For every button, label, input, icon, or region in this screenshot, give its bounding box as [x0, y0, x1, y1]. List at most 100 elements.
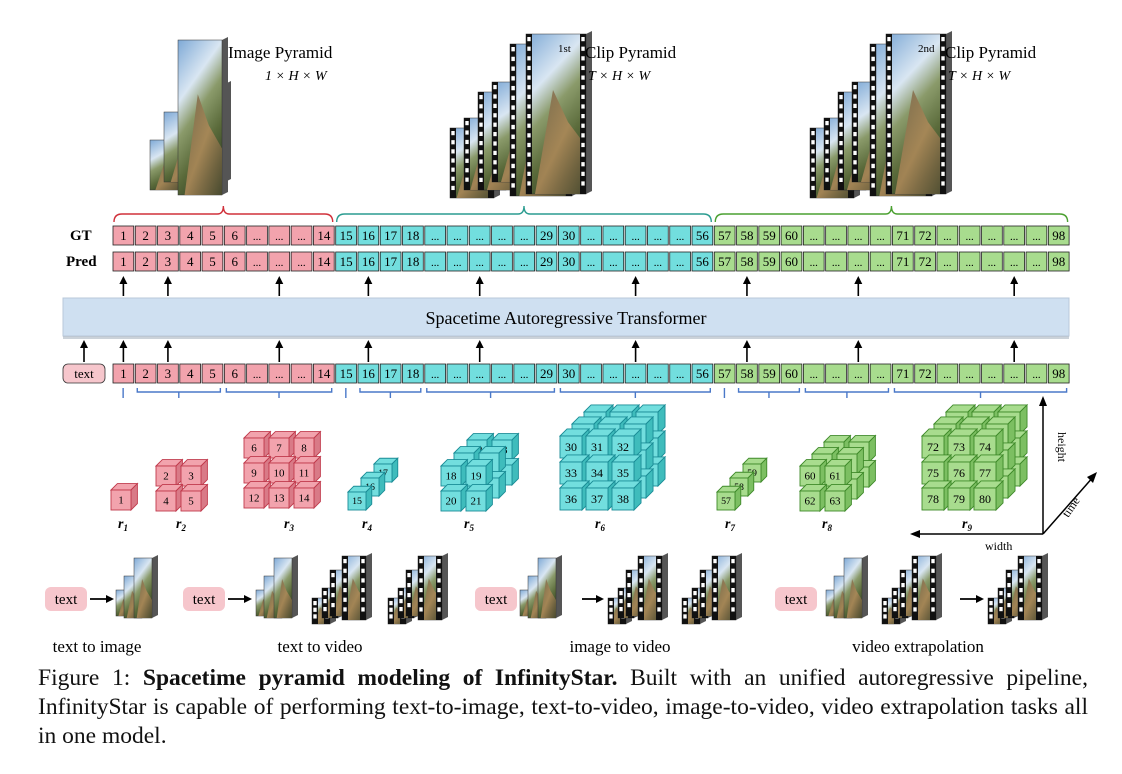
film-hole [399, 599, 403, 604]
pred-token-cell-label: ... [810, 257, 819, 269]
input-token-cell-label: 4 [187, 366, 194, 381]
film-hole [527, 85, 531, 90]
cube-front [921, 487, 945, 511]
input-token-cell-label: 58 [740, 366, 753, 381]
film-hole [1019, 607, 1023, 612]
film-hole [1037, 568, 1041, 573]
film-hole [701, 583, 705, 588]
pred-token-cell [468, 251, 491, 272]
film-hole [511, 56, 515, 62]
input-token-cell-label: ... [654, 369, 663, 381]
film-hole [941, 123, 945, 128]
scale-label-sub: 2 [180, 523, 186, 533]
arrow-to-pred-head [854, 276, 863, 284]
input-token-cell [669, 363, 691, 384]
input-token-cell [691, 363, 714, 384]
film-hole [361, 559, 365, 564]
pred-token-cell [424, 251, 446, 272]
pred-token-cell [1047, 251, 1070, 272]
input-token-cell [491, 363, 513, 384]
film-hole [465, 168, 469, 173]
second-clip-dims: T × H × W [948, 69, 1012, 84]
task-label-i2v: image to video [569, 637, 670, 656]
film-hole [627, 593, 631, 598]
pred-token-cell [513, 251, 536, 272]
gt-token-cell [869, 225, 892, 246]
input-token-cell [134, 363, 157, 384]
film-hole [887, 104, 891, 109]
film-hole [465, 121, 469, 126]
task-label-t2i: text to image [53, 637, 142, 656]
film-hole [1007, 593, 1011, 598]
gt-token-cell [335, 225, 357, 246]
cube-front [155, 490, 177, 512]
film-hole [887, 133, 891, 138]
pred-token-cell-label: 60 [785, 254, 798, 269]
scale-bracket [136, 388, 222, 398]
film-hole [839, 104, 843, 109]
film-hole [331, 573, 335, 578]
film-hole [451, 185, 455, 191]
film-hole [941, 65, 945, 71]
film-hole [887, 37, 891, 42]
film-hole [825, 139, 829, 145]
pred-token-cell [981, 251, 1003, 272]
pred-token-cell-label: 2 [142, 254, 149, 269]
gt-token-cell-label: 60 [785, 228, 798, 243]
input-token-cell-label: 60 [785, 366, 798, 381]
film-hole [627, 603, 631, 608]
pred-token-cell-label: 58 [740, 254, 753, 269]
pred-token-cell-label: ... [631, 257, 640, 269]
cube-label: 33 [565, 466, 577, 480]
pred-token-cell [357, 251, 380, 272]
film-hole [713, 607, 717, 612]
first-clip-title: Clip Pyramid [585, 43, 677, 62]
gt-token-cell-label: 14 [317, 228, 331, 243]
pred-token-cell-label: ... [498, 257, 507, 269]
input-token-cell-label: ... [253, 369, 262, 381]
film-hole [941, 56, 945, 61]
text-token-box [62, 363, 106, 384]
cube-front [440, 490, 462, 512]
film-hole [853, 132, 857, 137]
photo-edge [366, 553, 372, 620]
gt-token-cell-label: ... [520, 231, 529, 243]
figure-diagram: Image Pyramid 1 × H × W 1st Clip Pyramid… [45, 31, 1097, 656]
input-token-cell-label: ... [943, 369, 952, 381]
film-hole [989, 601, 993, 606]
film-hole [731, 578, 735, 583]
gt-token-cell-label: ... [587, 231, 596, 243]
film-hole [901, 573, 905, 578]
film-hole [343, 607, 347, 612]
input-token-cell-label: 57 [718, 366, 732, 381]
gt-token-cell-label: ... [988, 231, 997, 243]
gt-token-cell [379, 225, 402, 246]
gt-token-cell-label: ... [676, 231, 685, 243]
film-hole [639, 607, 643, 612]
task-text-box [45, 587, 87, 611]
gt-token-cell [914, 225, 936, 246]
film-hole [713, 568, 717, 573]
input-token-cell-label: ... [498, 369, 507, 381]
cube-label: 75 [927, 466, 939, 480]
film-hole [1037, 578, 1041, 583]
pred-token-cell [157, 251, 179, 272]
film-hole [731, 559, 735, 564]
photo-edge [586, 31, 592, 194]
film-hole [701, 593, 705, 598]
cube-label: 6 [251, 443, 257, 455]
gt-token-cell [357, 225, 380, 246]
film-hole [465, 158, 469, 163]
task-arrow-head [244, 595, 252, 603]
input-token-cell [736, 363, 758, 384]
cube-front [585, 487, 609, 511]
input-token-cell [936, 363, 959, 384]
film-hole [511, 173, 515, 178]
film-hole [343, 568, 347, 573]
film-hole [713, 578, 717, 583]
gt-token-cell [513, 225, 536, 246]
film-hole [941, 162, 945, 167]
film-hole [839, 122, 843, 127]
pred-token-cell [736, 251, 758, 272]
film-hole [657, 588, 661, 593]
